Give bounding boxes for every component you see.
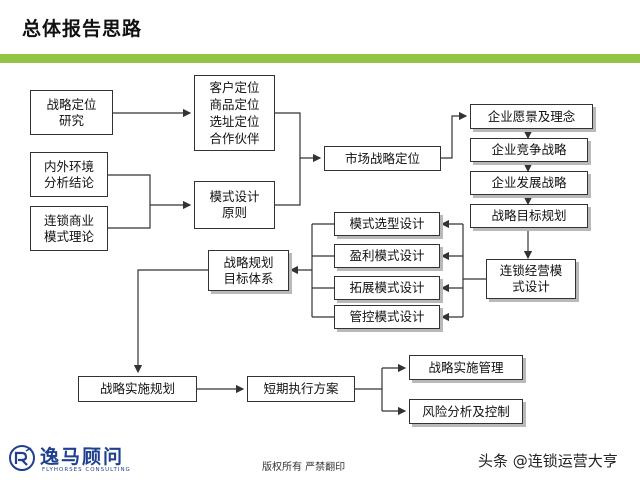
node-expansion-model: 拓展模式设计 (334, 276, 440, 300)
node-risk-control: 风险分析及控制 (409, 399, 523, 424)
node-model-selection: 模式选型设计 (334, 212, 440, 236)
node-chain-theory: 连锁商业 模式理论 (30, 206, 108, 251)
node-implementation-plan: 战略实施规划 (78, 376, 197, 402)
node-positioning-group: 客户定位 商品定位 选址定位 合作伙伴 (194, 75, 275, 151)
header-accent-bar (0, 54, 640, 63)
watermark-text: 头条 @连锁运营大亨 (478, 452, 618, 470)
node-profit-model: 盈利模式设计 (334, 244, 440, 268)
node-competition: 企业竞争战略 (470, 138, 588, 162)
node-vision: 企业愿景及理念 (470, 104, 593, 129)
horse-logo-icon (9, 445, 35, 471)
node-goal-plan: 战略目标规划 (470, 204, 588, 228)
page-title: 总体报告思路 (22, 18, 143, 40)
node-model-principle: 模式设计 原则 (194, 181, 275, 229)
logo-chinese-name: 逸马顾问 (40, 446, 125, 468)
logo-english-name: FLYHORSES CONSULTING (42, 467, 131, 473)
node-strategy-research: 战略定位 研究 (30, 90, 113, 135)
node-env-analysis: 内外环境 分析结论 (30, 152, 108, 197)
copyright-notice: 版权所有 严禁翻印 (262, 462, 346, 473)
node-chain-operation: 连锁经营模 式设计 (486, 259, 576, 299)
node-market-positioning: 市场战略定位 (324, 146, 441, 171)
company-logo: 逸马顾问 FLYHORSES CONSULTING (6, 442, 146, 478)
node-control-model: 管控模式设计 (334, 305, 440, 329)
node-short-term: 短期执行方案 (247, 376, 355, 402)
node-development: 企业发展战略 (470, 171, 588, 195)
node-implementation-mgmt: 战略实施管理 (409, 355, 523, 380)
node-goal-system: 战略规划 目标体系 (208, 250, 289, 291)
